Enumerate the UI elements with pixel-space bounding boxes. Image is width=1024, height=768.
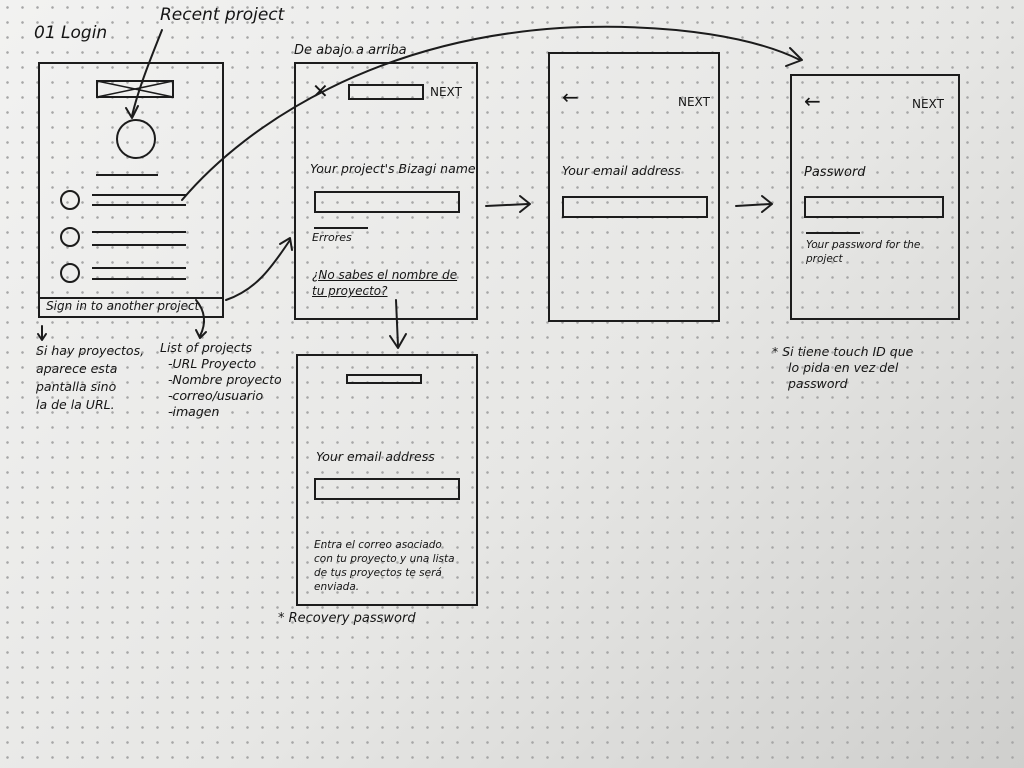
password-hint-line — [806, 232, 860, 234]
screen-recovery: Your email address Entra el correo asoci… — [296, 354, 478, 606]
project-avatar-3[interactable] — [60, 263, 80, 283]
logo-placeholder-box — [348, 84, 424, 100]
back-arrow-icon[interactable]: ← — [804, 89, 821, 113]
project-name-to-recovery-arrow — [395, 299, 399, 347]
recent-project-to-password-arrow — [181, 25, 801, 201]
project-row-3-line-a[interactable] — [92, 267, 186, 269]
touch-id-note: * Si tiene touch ID que lo pida en vez d… — [772, 344, 914, 391]
list-note-pointer — [195, 299, 206, 337]
project-name-label: Your project's Bizagi name — [310, 161, 476, 176]
recovery-email-input[interactable] — [314, 478, 460, 500]
recovery-instructions: Entra el correo asociado con tu proyecto… — [314, 539, 455, 593]
password-label: Password — [804, 165, 866, 180]
email-to-password-arrow — [735, 203, 771, 207]
project-row-2-line-a[interactable] — [92, 231, 186, 233]
project-row-1-line-a[interactable] — [92, 194, 186, 196]
next-button[interactable]: NEXT — [430, 85, 462, 99]
recovery-password-note: * Recovery password — [278, 611, 416, 626]
recent-project-avatar[interactable] — [116, 119, 156, 159]
project-row-1-line-b — [92, 204, 186, 206]
next-button[interactable]: NEXT — [912, 97, 944, 111]
projects-note: Si hay proyectos, aparece esta pantalla … — [36, 343, 145, 412]
sign-in-to-project-name-arrow — [225, 239, 291, 301]
logo-placeholder — [96, 80, 174, 98]
project-row-2-line-b — [92, 244, 186, 246]
next-button[interactable]: NEXT — [678, 95, 710, 109]
project-name-to-email-arrow — [485, 203, 529, 207]
project-avatar-2[interactable] — [60, 227, 80, 247]
recent-project-annotation: Recent project — [160, 5, 285, 25]
errors-text: Errores — [312, 231, 352, 244]
page-title: 01 Login — [34, 23, 108, 43]
recent-project-name-line — [96, 174, 158, 176]
recent-project-pointer — [131, 29, 163, 117]
screen-email: ← NEXT Your email address — [548, 52, 720, 322]
project-name-input[interactable] — [314, 191, 460, 213]
forgot-project-name-link[interactable]: ¿No sabes el nombre de tu proyecto? — [312, 268, 458, 298]
error-line — [314, 227, 368, 229]
recovery-email-label: Your email address — [316, 449, 435, 464]
project-list-note: List of projects -URL Proyecto -Nombre p… — [160, 340, 282, 419]
project-row-3-line-b — [92, 278, 186, 280]
project-avatar-1[interactable] — [60, 190, 80, 210]
password-hint: Your password for the project — [806, 239, 921, 265]
screen-project-name: ✕ NEXT Your project's Bizagi name Errore… — [294, 62, 478, 320]
close-icon[interactable]: ✕ — [312, 79, 329, 103]
logo-placeholder-box — [346, 374, 422, 384]
email-input[interactable] — [562, 196, 708, 218]
email-label: Your email address — [562, 163, 681, 178]
back-arrow-icon[interactable]: ← — [562, 85, 579, 109]
password-input[interactable] — [804, 196, 944, 218]
screen-project-list: Sign in to another project — [38, 62, 224, 318]
screen-password: ← NEXT Password Your password for the pr… — [790, 74, 960, 320]
footer-divider — [40, 297, 222, 299]
sign-in-another-project-link[interactable]: Sign in to another project — [46, 299, 200, 313]
bottom-to-top-annotation: De abajo a arriba — [294, 43, 407, 58]
